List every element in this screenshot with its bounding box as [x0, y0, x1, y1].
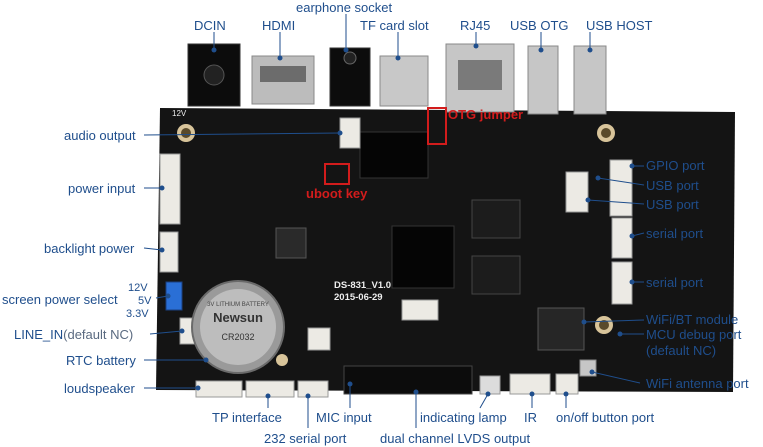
label-mcu-debug-note: (default NC)	[646, 343, 717, 358]
label-usb-port-1: USB port	[646, 178, 699, 193]
label-usb-host: USB HOST	[586, 18, 653, 33]
battery-line-text: 3V LITHIUM BATTERY	[207, 302, 269, 308]
label-lvds-output: dual channel LVDS output	[380, 431, 531, 446]
otg-jumper-highlight	[427, 107, 447, 145]
serial-port-connector-1	[611, 217, 633, 259]
hdmi-connector	[251, 55, 315, 105]
serial232-connector	[297, 380, 329, 398]
wifi-bt-module	[537, 307, 585, 351]
mic-connector-top	[307, 327, 331, 351]
processor-chip	[359, 131, 429, 179]
earphone-jack	[329, 47, 371, 107]
label-tf-card-slot: TF card slot	[360, 18, 429, 33]
rj45-connector	[445, 43, 515, 113]
label-wifi-antenna-port: WiFi antenna port	[646, 376, 749, 391]
label-rj45: RJ45	[460, 18, 491, 33]
label-onoff-button-port: on/off button port	[556, 410, 655, 425]
board-12v-text: 12V	[172, 109, 187, 118]
label-hdmi: HDMI	[262, 18, 296, 33]
label-serial-port-1: serial port	[646, 226, 704, 241]
label-rtc-battery: RTC battery	[66, 353, 136, 368]
battery-brand-text: Newsun	[213, 310, 263, 325]
label-power-input: power input	[68, 181, 136, 196]
usb-port-connector	[565, 171, 589, 213]
battery-model-text: CR2032	[221, 332, 254, 342]
usb-otg-connector	[527, 45, 559, 115]
debug-connector	[401, 299, 439, 321]
board-date-text: 2015-06-29	[334, 292, 383, 303]
soc-chip	[391, 225, 455, 289]
gpio-connector	[609, 159, 633, 217]
board-model-text: DS-831_V1.0	[334, 280, 391, 291]
dcin-jack	[187, 43, 241, 107]
mounting-holes	[177, 124, 615, 366]
label-mic-input: MIC input	[316, 410, 372, 425]
memory-chip-2	[471, 255, 521, 295]
usb-host-connector	[573, 45, 607, 115]
label-indicating-lamp: indicating lamp	[420, 410, 507, 425]
label-232-serial-port: 232 serial port	[264, 431, 347, 446]
label-tp-interface: TP interface	[212, 410, 282, 425]
label-usb-otg: USB OTG	[510, 18, 569, 33]
label-otg-jumper: OTG jumper	[448, 107, 524, 122]
label-ir: IR	[524, 410, 537, 425]
uboot-key-highlight	[324, 163, 350, 185]
label-mcu-debug-port: MCU debug port	[646, 327, 742, 342]
label-backlight-power: backlight power	[44, 241, 135, 256]
small-chip	[275, 227, 307, 259]
label-5v: 5V	[138, 295, 152, 307]
label-audio-output: audio output	[64, 128, 136, 143]
label-screen-power-select: screen power select	[2, 292, 118, 307]
label-line-in-main: LINE_IN	[14, 327, 64, 342]
label-usb-port-2: USB port	[646, 197, 699, 212]
audio-output-connector	[339, 117, 361, 149]
label-dcin: DCIN	[194, 18, 226, 33]
ir-connector	[509, 373, 551, 395]
memory-chip-1	[471, 199, 521, 239]
label-earphone-socket: earphone socket	[296, 0, 393, 15]
label-33v: 3.3V	[126, 308, 149, 320]
leader-dots	[159, 43, 635, 399]
onoff-connector	[555, 373, 579, 395]
label-12v: 12V	[128, 282, 148, 294]
loudspeaker-connector	[195, 380, 243, 398]
label-wifi-bt-module: WiFi/BT module	[646, 312, 739, 327]
lvds-connector	[343, 365, 473, 395]
label-uboot-key: uboot key	[306, 186, 368, 201]
rtc-battery	[191, 280, 285, 374]
label-loudspeaker: loudspeaker	[64, 381, 135, 396]
label-gpio-port: GPIO port	[646, 158, 705, 173]
tf-card-slot	[379, 55, 429, 107]
label-line-in: LINE_IN(default NC)	[14, 327, 133, 342]
label-serial-port-2: serial port	[646, 275, 704, 290]
serial-port-connector-2	[611, 261, 633, 305]
indicating-lamp-led	[479, 375, 501, 395]
label-line-in-note: (default NC)	[63, 327, 134, 342]
backlight-power-connector	[159, 231, 179, 273]
